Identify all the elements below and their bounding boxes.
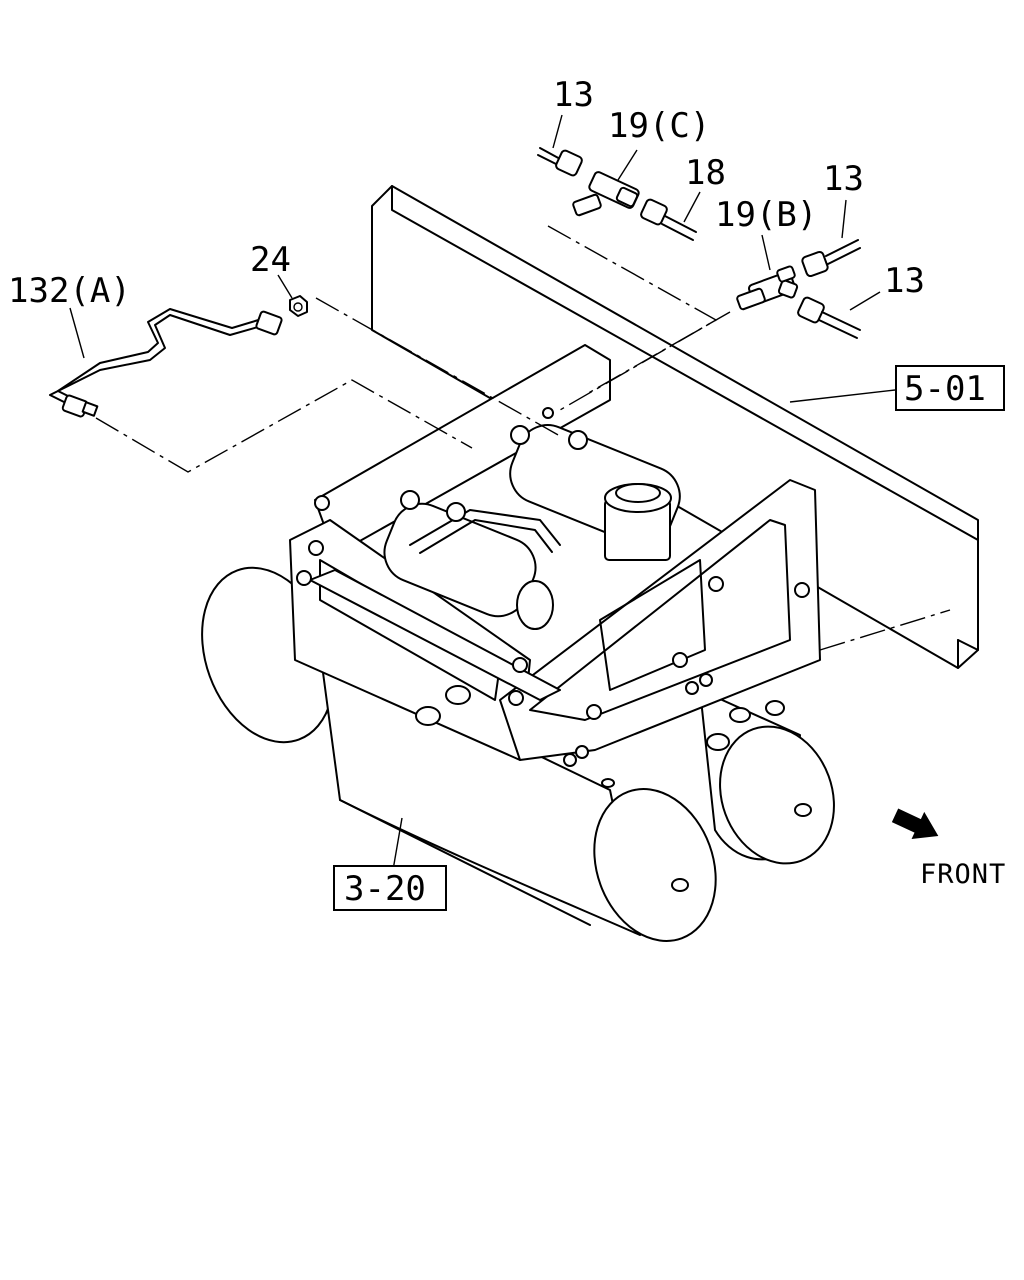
nut-18 bbox=[640, 198, 697, 241]
front-label: FRONT bbox=[920, 859, 1006, 890]
tee-fitting-19b bbox=[736, 265, 799, 311]
callout-13-right: 13 bbox=[884, 261, 925, 301]
tee-fitting-19c bbox=[572, 171, 640, 217]
pipe-132a bbox=[49, 308, 283, 418]
nut-13-right-lower bbox=[797, 296, 861, 339]
callout-13-top: 13 bbox=[553, 75, 594, 115]
nut-13-right-upper bbox=[801, 239, 861, 278]
leader-lines bbox=[69, 114, 896, 871]
bracket-assembly bbox=[289, 344, 821, 761]
reference-box-3-20[interactable]: 3-20 bbox=[333, 865, 447, 911]
callout-24: 24 bbox=[250, 240, 291, 280]
mounting-bolts bbox=[296, 407, 810, 788]
reference-5-01: 5-01 bbox=[904, 369, 986, 409]
air-tank-front-right bbox=[699, 689, 835, 865]
phantom-lines bbox=[95, 225, 951, 651]
nut-13-upper bbox=[537, 147, 583, 177]
callout-19b: 19(B) bbox=[715, 195, 817, 235]
air-dryer-unit bbox=[383, 424, 681, 630]
callout-19c: 19(C) bbox=[608, 106, 710, 146]
front-arrow-icon bbox=[891, 808, 939, 840]
reference-box-5-01[interactable]: 5-01 bbox=[895, 365, 1005, 411]
callout-13-right-top: 13 bbox=[823, 159, 864, 199]
callout-132a: 132(A) bbox=[8, 271, 131, 311]
nut-24 bbox=[289, 295, 308, 317]
callout-18: 18 bbox=[685, 153, 726, 193]
reference-3-20: 3-20 bbox=[344, 869, 426, 909]
air-tank-front-left bbox=[319, 649, 717, 942]
